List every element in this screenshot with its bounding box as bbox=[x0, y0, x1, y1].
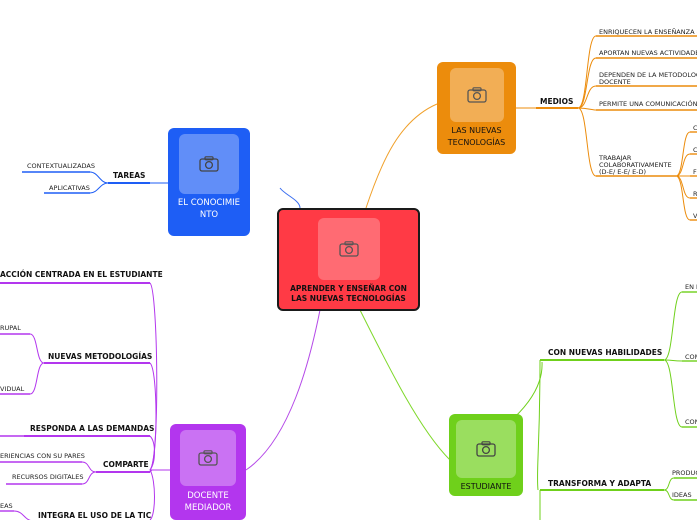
image-placeholder bbox=[317, 218, 380, 280]
leaf-ideas[interactable]: IDEAS bbox=[672, 491, 692, 499]
estudiante-label: ESTUDIANTE bbox=[460, 482, 512, 491]
conocimiento-label: EL CONOCIMIENTO bbox=[177, 198, 241, 220]
leaf-con[interactable]: CON bbox=[685, 418, 697, 426]
leaf-individual[interactable]: VIDUAL bbox=[0, 385, 25, 393]
leaf-trabajar-2[interactable]: COLABORATIVAMENTE bbox=[599, 161, 672, 169]
leaf-com[interactable]: COM bbox=[685, 353, 697, 361]
tecnologias-label: LAS NUEVAS TECNOLOGÍAS bbox=[447, 126, 506, 147]
branch-accion-centrada[interactable]: ACCIÓN CENTRADA EN EL ESTUDIANTE bbox=[0, 270, 163, 279]
leaf-sub-c1[interactable]: C bbox=[693, 124, 697, 132]
image-placeholder bbox=[180, 430, 236, 486]
branch-comparte[interactable]: COMPARTE bbox=[103, 460, 149, 469]
branch-integra[interactable]: INTEGRA EL USO DE LA TIC bbox=[38, 511, 152, 520]
leaf-sub-c2[interactable]: C bbox=[693, 146, 697, 154]
branch-nuevas-habilidades[interactable]: CON NUEVAS HABILIDADES bbox=[548, 348, 663, 357]
connector-central-conocimiento bbox=[279, 187, 301, 209]
leaf-grupal[interactable]: RUPAL bbox=[0, 324, 21, 332]
camera-icon bbox=[476, 441, 496, 457]
leaf-producto[interactable]: PRODUCT bbox=[672, 469, 697, 477]
branch-transforma[interactable]: TRANSFORMA Y ADAPTA bbox=[548, 479, 652, 488]
leaf-dependen-1[interactable]: DEPENDEN DE LA METODOLOGÍA bbox=[599, 71, 697, 79]
leaf-sub-v[interactable]: V bbox=[693, 212, 697, 220]
node-conocimiento[interactable]: EL CONOCIMIENTO bbox=[168, 128, 250, 236]
camera-icon bbox=[466, 87, 487, 103]
central-node[interactable]: APRENDER Y ENSEÑAR CON LAS NUEVAS TECNOL… bbox=[277, 208, 420, 311]
camera-icon bbox=[338, 241, 359, 257]
camera-icon bbox=[199, 156, 219, 172]
leaf-enriquecen[interactable]: ENRIQUECEN LA ENSEÑANZA - APR bbox=[599, 28, 697, 36]
image-placeholder bbox=[449, 68, 504, 122]
image-placeholder bbox=[456, 420, 516, 478]
node-docente[interactable]: DOCENTE MEDIADOR bbox=[170, 424, 246, 520]
central-label: APRENDER Y ENSEÑAR CON LAS NUEVAS TECNOL… bbox=[290, 284, 407, 303]
leaf-trabajar-3[interactable]: (D-E/ E-E/ E-D) bbox=[599, 168, 647, 176]
leaf-trabajar-1[interactable]: TRABAJAR bbox=[599, 154, 632, 162]
image-placeholder bbox=[179, 134, 239, 194]
branch-tareas[interactable]: TAREAS bbox=[113, 171, 146, 180]
leaf-recursos-digitales[interactable]: RECURSOS DIGITALES bbox=[12, 473, 84, 481]
leaf-sub-r[interactable]: R bbox=[693, 190, 697, 198]
leaf-dependen-2[interactable]: DOCENTE bbox=[599, 78, 631, 86]
connector-central-estudiante bbox=[359, 309, 451, 461]
connector-central-docente bbox=[245, 309, 321, 471]
leaf-en[interactable]: EN L bbox=[685, 283, 697, 291]
docente-label: DOCENTE MEDIADOR bbox=[184, 491, 232, 513]
branch-responda[interactable]: RESPONDA A LAS DEMANDAS bbox=[30, 424, 155, 433]
leaf-permite[interactable]: PERMITE UNA COMUNICACIÓN ACT bbox=[599, 100, 697, 108]
branch-nuevas-metodologias[interactable]: NUEVAS METODOLOGÍAS bbox=[48, 352, 153, 361]
leaf-aplicativas[interactable]: APLICATIVAS bbox=[49, 184, 90, 192]
leaf-contextualizadas[interactable]: CONTEXTUALIZADAS bbox=[27, 162, 96, 170]
leaf-experiencias[interactable]: ERIENCIAS CON SU PARES bbox=[0, 452, 85, 460]
leaf-eas[interactable]: EAS bbox=[0, 502, 13, 510]
connector-central-tecnologias bbox=[365, 103, 438, 209]
camera-icon bbox=[198, 450, 218, 466]
branch-medios[interactable]: MEDIOS bbox=[540, 97, 574, 106]
node-estudiante[interactable]: ESTUDIANTE bbox=[449, 414, 523, 496]
leaf-sub-f[interactable]: F bbox=[693, 168, 697, 176]
node-tecnologias[interactable]: LAS NUEVAS TECNOLOGÍAS bbox=[437, 62, 516, 154]
leaf-aportan[interactable]: APORTAN NUEVAS ACTIVIDADES bbox=[599, 49, 697, 57]
